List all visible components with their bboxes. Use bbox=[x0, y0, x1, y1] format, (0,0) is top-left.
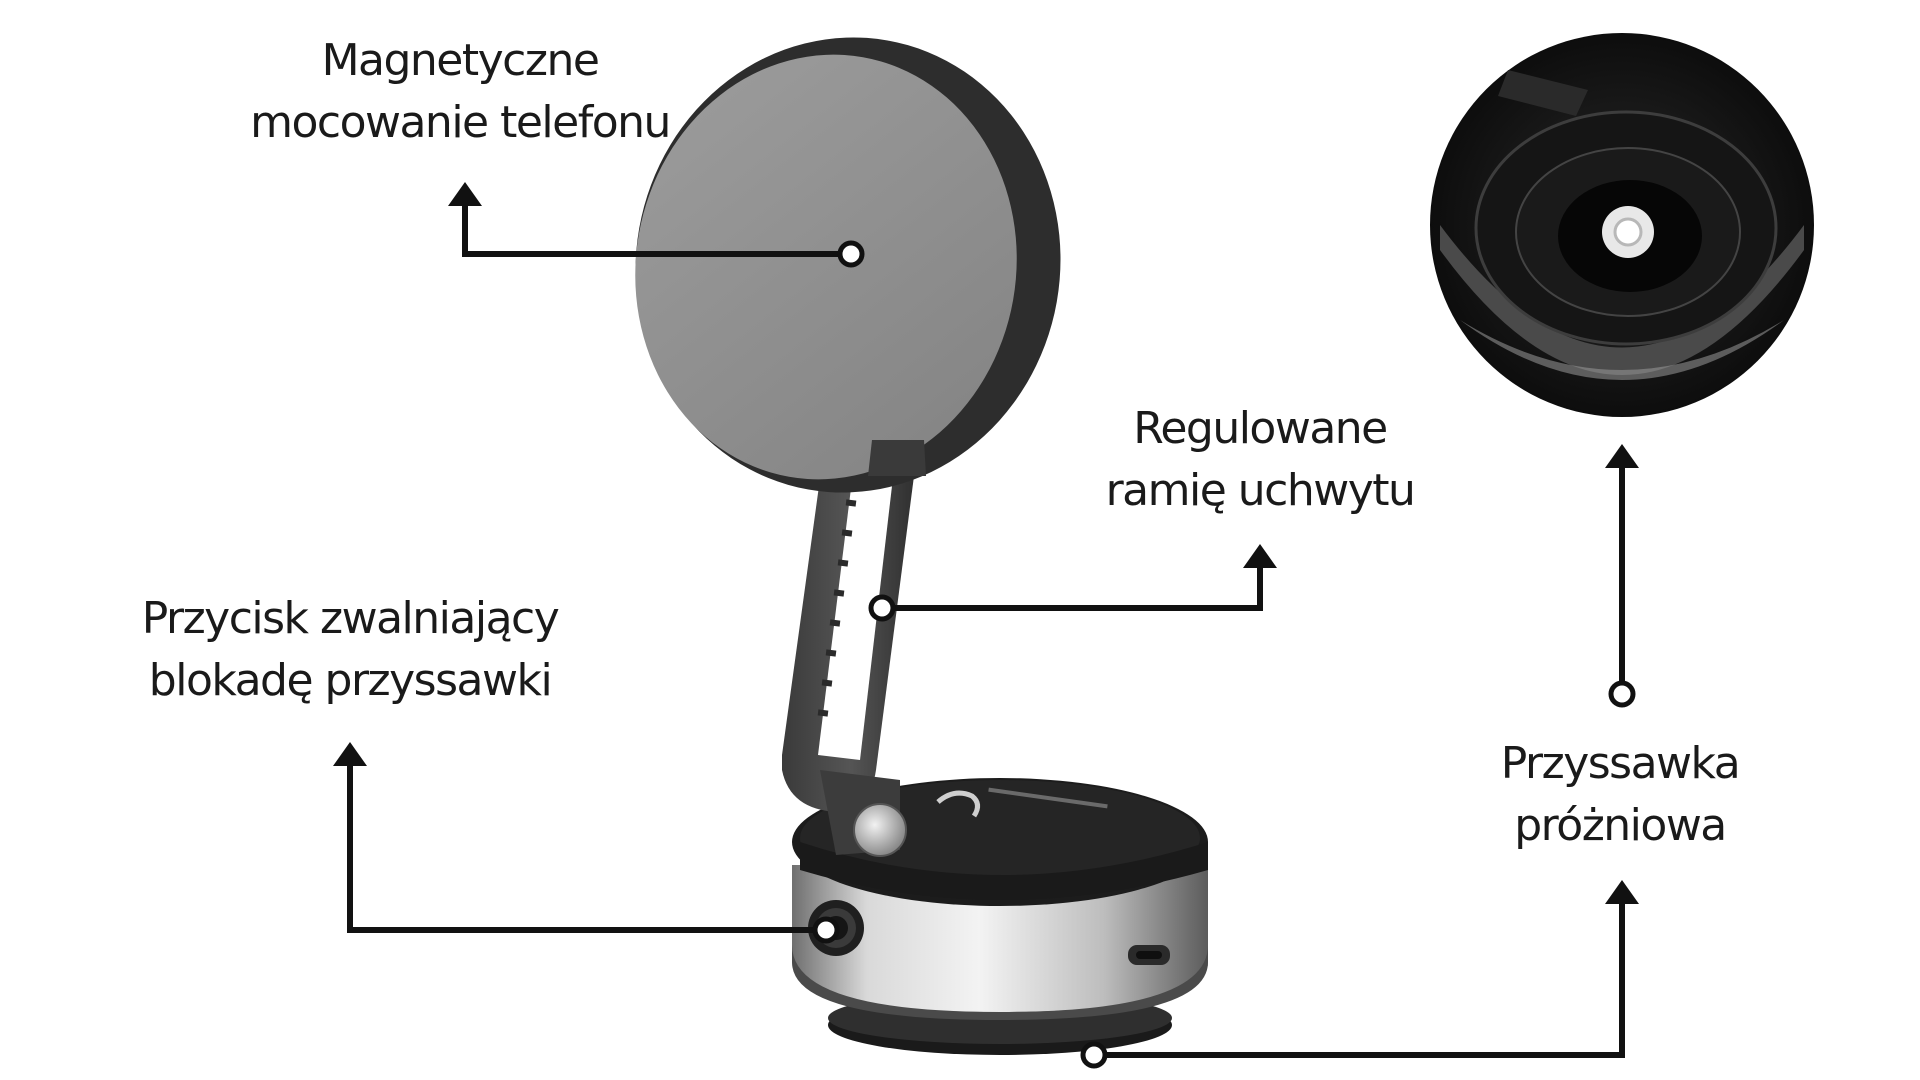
label-magnetic-mount: Magnetyczne mocowanie telefonu bbox=[180, 30, 740, 154]
callout-magnetic bbox=[448, 182, 865, 268]
label-release-button: Przycisk zwalniający blokadę przyssawki bbox=[100, 588, 600, 712]
suction-cup-closeup bbox=[1430, 33, 1814, 417]
callout-arm bbox=[868, 544, 1277, 622]
label-arm-line2: ramię uchwytu bbox=[1105, 465, 1416, 516]
ring-dot-icon bbox=[868, 594, 896, 622]
label-suction-line1: Przyssawka bbox=[1500, 738, 1741, 789]
arrow-up-icon bbox=[1605, 880, 1639, 904]
label-magnetic-line2: mocowanie telefonu bbox=[250, 97, 671, 148]
callout-button bbox=[333, 742, 840, 944]
phone-holder-product bbox=[635, 37, 1208, 1055]
callout-suction-bottom bbox=[1080, 880, 1639, 1069]
label-magnetic-line1: Magnetyczne bbox=[321, 35, 600, 86]
base-cylinder bbox=[792, 865, 1208, 1012]
label-vacuum-suction: Przyssawka próżniowa bbox=[1440, 733, 1800, 857]
label-arm-line1: Regulowane bbox=[1133, 403, 1388, 454]
magnetic-mount-face bbox=[635, 54, 1017, 480]
ring-dot-icon bbox=[1080, 1041, 1108, 1069]
arrow-up-icon bbox=[448, 182, 482, 206]
arrow-up-icon bbox=[1605, 444, 1639, 468]
ring-dot-icon bbox=[812, 916, 840, 944]
arrow-up-icon bbox=[333, 742, 367, 766]
callout-suction-top bbox=[1605, 444, 1639, 708]
ring-dot-icon bbox=[837, 240, 865, 268]
label-button-line2: blokadę przyssawki bbox=[148, 655, 553, 706]
ring-dot-icon bbox=[1608, 680, 1636, 708]
label-adjustable-arm: Regulowane ramię uchwytu bbox=[1060, 398, 1460, 522]
arm-ratchet-teeth bbox=[817, 499, 857, 717]
label-suction-line2: próżniowa bbox=[1514, 800, 1727, 851]
label-button-line1: Przycisk zwalniający bbox=[141, 593, 560, 644]
arrow-up-icon bbox=[1243, 544, 1277, 568]
brand-logo-icon bbox=[936, 790, 980, 818]
hinge-knob bbox=[853, 803, 907, 857]
